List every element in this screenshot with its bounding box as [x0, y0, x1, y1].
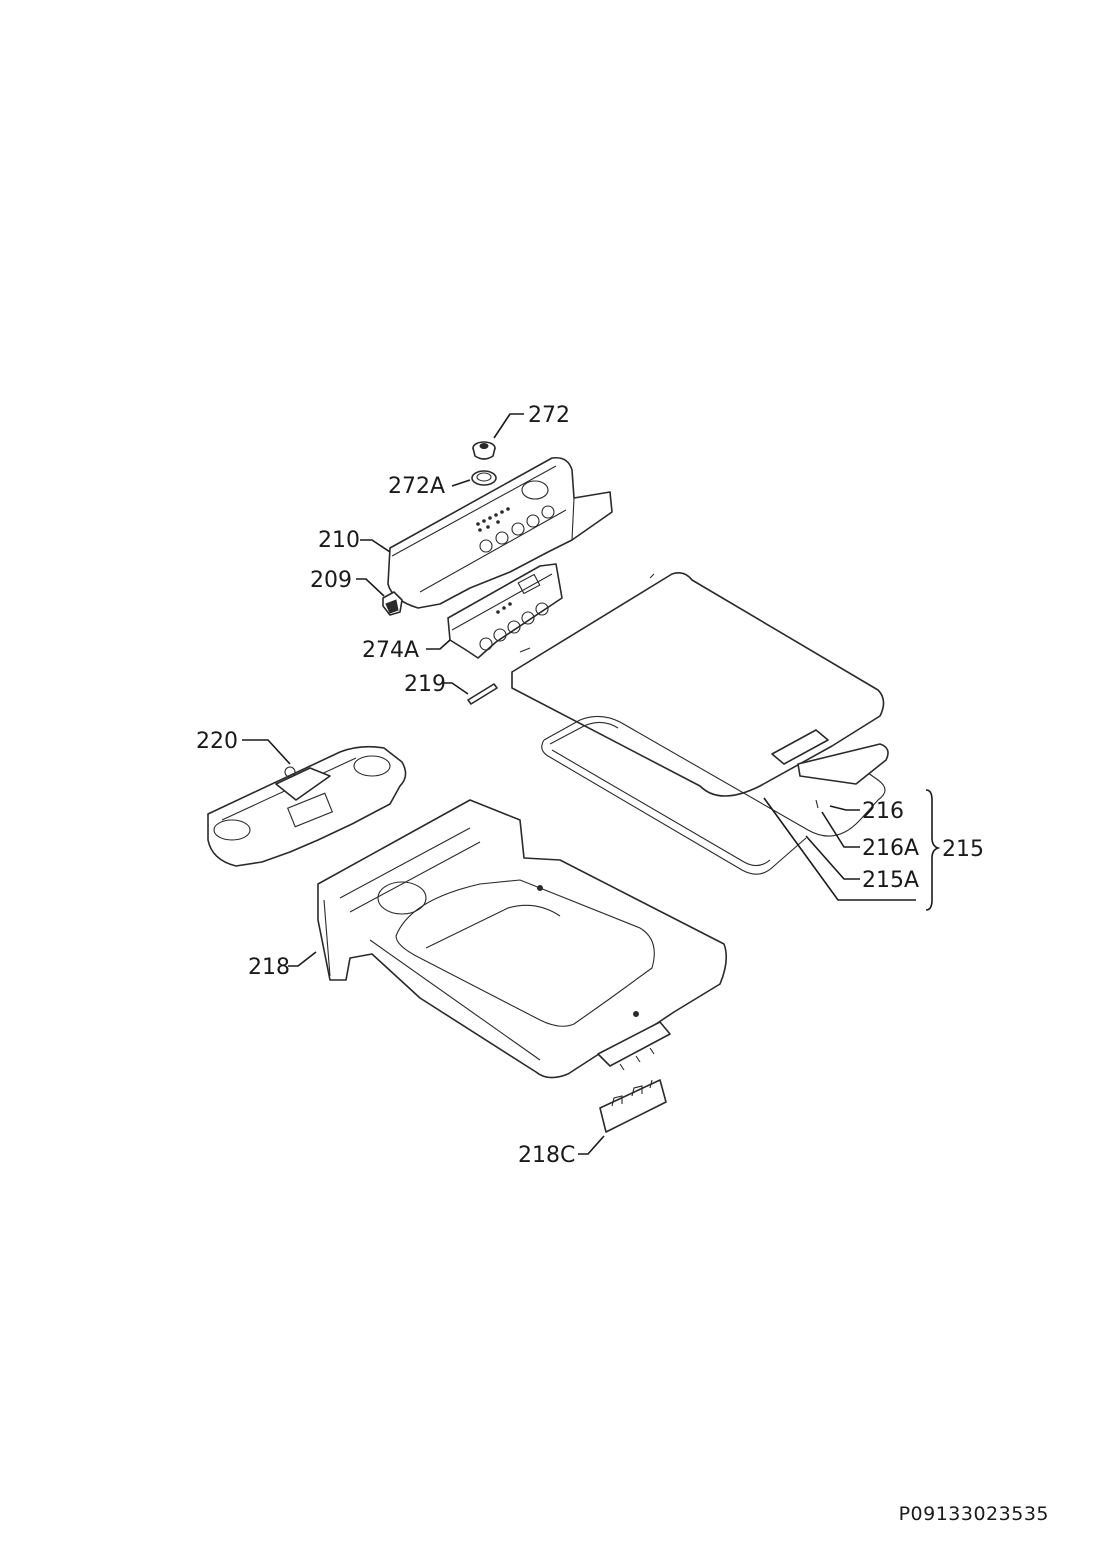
label-209: 209: [310, 568, 352, 593]
label-216a: 216A: [862, 836, 919, 861]
part-272-knob[interactable]: [472, 441, 496, 460]
label-220: 220: [196, 729, 238, 754]
label-272a: 272A: [388, 474, 445, 499]
leader-216a: [821, 811, 860, 848]
label-272: 272: [528, 403, 570, 428]
leader-218c: [578, 1135, 605, 1155]
part-219-pin[interactable]: [467, 683, 498, 705]
label-218c: 218C: [518, 1143, 575, 1168]
leader-219: [442, 682, 469, 695]
leader-272: [493, 413, 524, 439]
part-215-lid[interactable]: [511, 572, 885, 797]
label-219: 219: [404, 672, 446, 697]
leader-215: [763, 797, 916, 901]
leader-215a: [805, 835, 860, 880]
label-218: 218: [248, 955, 290, 980]
part-216-handle[interactable]: [797, 743, 889, 809]
part-220-dispenser[interactable]: [207, 745, 407, 867]
document-number: P09133023535: [899, 1503, 1049, 1525]
part-218c-bracket[interactable]: [599, 1079, 667, 1133]
label-216: 216: [862, 799, 904, 824]
leader-272a: [451, 479, 471, 487]
leader-274a: [426, 639, 451, 650]
leader-218: [288, 951, 317, 967]
part-210-control-panel[interactable]: [387, 456, 613, 609]
group-bracket-215: [925, 789, 941, 911]
part-218-top-frame[interactable]: [317, 799, 728, 1079]
label-274a: 274A: [362, 638, 419, 663]
leader-220: [242, 739, 291, 765]
label-210: 210: [318, 528, 360, 553]
part-209-clip[interactable]: [382, 591, 403, 616]
part-215a-lid-seal[interactable]: [541, 715, 886, 875]
leader-209: [356, 578, 385, 597]
label-215a: 215A: [862, 868, 919, 893]
part-272a-ring[interactable]: [471, 470, 497, 486]
leader-210: [360, 539, 391, 553]
label-215: 215: [942, 837, 984, 862]
leader-216: [829, 805, 860, 811]
part-274a-electronic-module[interactable]: [447, 563, 563, 659]
